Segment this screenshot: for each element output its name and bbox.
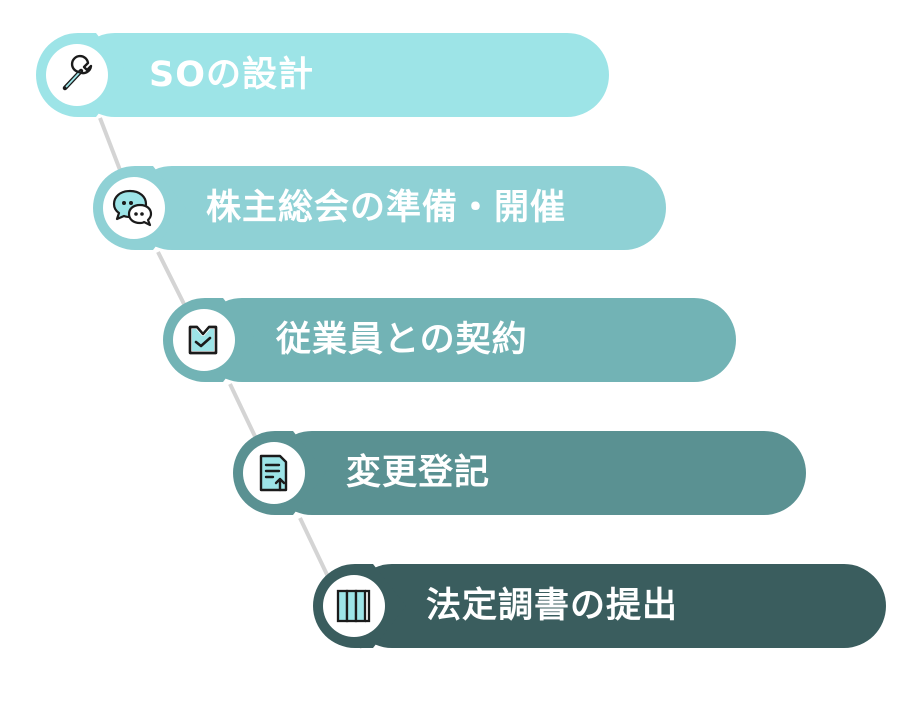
step-label: 株主総会の準備・開催: [206, 188, 567, 228]
binders-icon: [336, 589, 371, 623]
step-label: 変更登記: [346, 453, 491, 493]
step-badge: [310, 561, 414, 651]
step-bar: [130, 166, 666, 250]
step-shareholders-meeting: 株主総会の準備・開催: [90, 163, 666, 253]
step-bar: [200, 298, 736, 382]
chat-bubbles-icon: [112, 189, 153, 227]
step-badge: [230, 428, 334, 518]
clipboard-check-icon: [188, 325, 218, 355]
step-statutory-report: 法定調書の提出: [310, 561, 886, 651]
step-badge: [33, 30, 137, 120]
step-bar: [73, 33, 609, 117]
step-so-design: SOの設計: [33, 30, 609, 120]
document-upload-icon: [259, 454, 288, 492]
step-bar: [350, 564, 886, 648]
step-bar: [270, 431, 806, 515]
step-employee-contract: 従業員との契約: [160, 295, 736, 385]
step-label: SOの設計: [149, 55, 314, 95]
step-badge: [160, 295, 264, 385]
step-label: 法定調書の提出: [426, 586, 679, 626]
wrench-icon: [62, 54, 93, 91]
step-change-registration: 変更登記: [230, 428, 806, 518]
step-label: 従業員との契約: [276, 320, 528, 360]
step-badge: [90, 163, 194, 253]
